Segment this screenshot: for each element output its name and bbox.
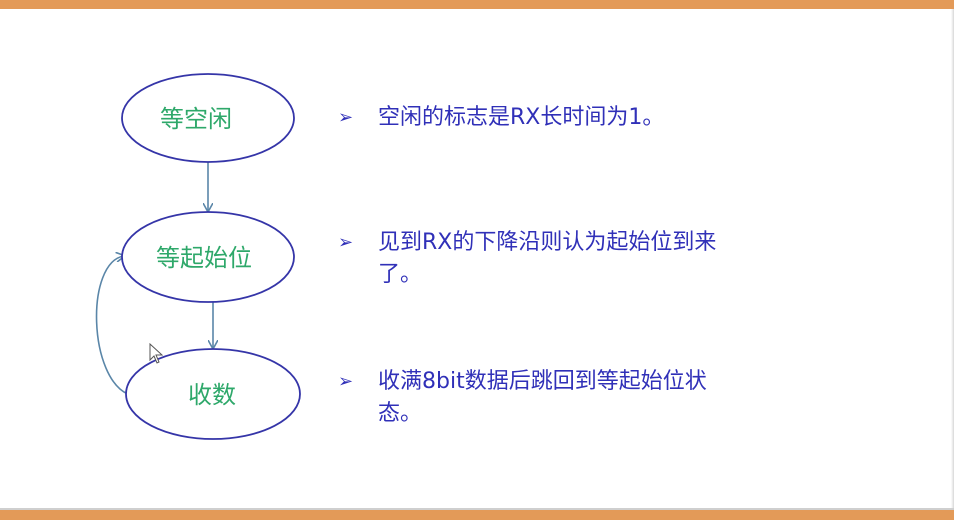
slide-edge-shadow	[951, 9, 954, 508]
note-text: 见到RX的下降沿则认为起始位到来了。	[378, 230, 717, 287]
note-receive: ➢ 收满8bit数据后跳回到等起始位状态。	[338, 366, 728, 430]
arrow-bullet-icon: ➢	[338, 107, 354, 128]
edge-receive-to-start	[95, 256, 131, 396]
state-label-start: 等起始位	[156, 244, 252, 272]
note-idle: ➢ 空闲的标志是RX长时间为1。	[338, 102, 738, 134]
note-text: 收满8bit数据后跳回到等起始位状态。	[378, 369, 707, 426]
arrow-bullet-icon: ➢	[338, 371, 354, 392]
state-label-receive: 收数	[188, 381, 236, 409]
arrow-bullet-icon: ➢	[338, 232, 354, 253]
state-label-idle: 等空闲	[160, 105, 232, 133]
note-text: 空闲的标志是RX长时间为1。	[378, 105, 665, 130]
mouse-pointer-icon	[149, 343, 164, 364]
state-node-idle: 等空闲	[121, 73, 295, 163]
top-accent-bar	[0, 0, 954, 9]
bottom-accent-bar	[0, 508, 954, 520]
note-start: ➢ 见到RX的下降沿则认为起始位到来了。	[338, 227, 728, 291]
state-node-receive: 收数	[125, 348, 301, 440]
state-node-start: 等起始位	[121, 211, 295, 303]
